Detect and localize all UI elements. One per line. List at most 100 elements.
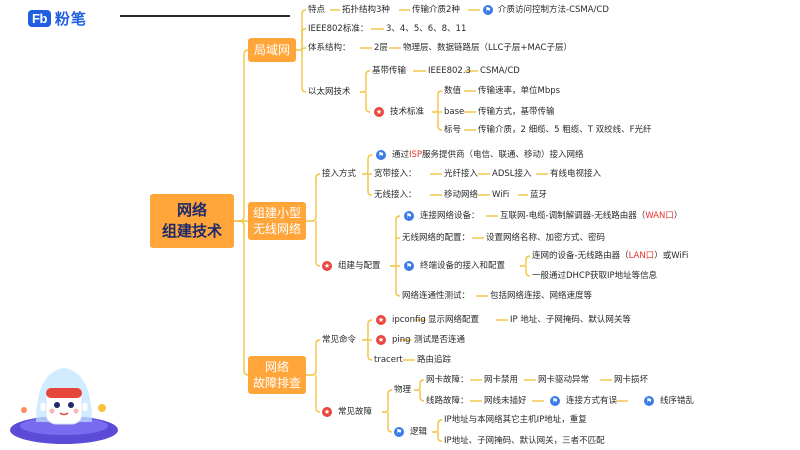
wl-cable: 有线电视接入 — [550, 169, 602, 179]
lan-tedian: 特点 — [308, 5, 326, 15]
tr-nic-driver: 网卡驱动异常 — [538, 375, 590, 385]
tr-commands: 常见命令 — [322, 335, 357, 345]
brand-name: 粉笔 — [54, 10, 87, 28]
lan-base: base — [444, 107, 465, 117]
lan-layers-detail: 物理层、数据链路层（LLC子层+MAC子层） — [403, 43, 572, 53]
brand-bar: Fb 粉笔 — [0, 0, 800, 30]
lan-csma: 介质访问控制方法-CSMA/CD — [498, 5, 609, 15]
lan-ieee8023: IEEE802.3 — [428, 66, 471, 76]
wl-wan: WAN口 — [645, 211, 674, 221]
flag-icon: ⚑ — [394, 427, 404, 437]
lan-rate: 传输速率，单位Mbps — [478, 86, 561, 96]
branch-lan: 局域网 — [248, 38, 296, 62]
root-node: 网络 组建技术 — [150, 194, 234, 248]
lan-ieee-nums: 3、4、5、6、8、11 — [386, 24, 467, 34]
wl-dhcp: 一般通过DHCP获取IP地址等信息 — [532, 271, 658, 281]
lan-topo: 拓扑结构3种 — [342, 5, 390, 15]
lan-csmacd: CSMA/CD — [480, 66, 520, 76]
wl-chain-post: ） — [673, 211, 683, 221]
tr-ping: ping — [392, 335, 411, 345]
tr-line-fault: 线路故障： — [426, 396, 469, 406]
flag-icon: ⚑ — [404, 261, 414, 271]
wl-terminal: 终端设备的接入和配置 — [420, 261, 506, 271]
tr-faults: 常见故障 — [338, 407, 373, 417]
star-icon: ★ — [322, 407, 332, 417]
wl-bluetooth: 蓝牙 — [530, 190, 548, 200]
wl-dev-post: ）或WiFi — [654, 251, 689, 261]
wl-access: 接入方式 — [322, 169, 357, 179]
lan-media: 传输介质2种 — [412, 5, 460, 15]
flag-icon: ⚑ — [644, 396, 654, 406]
flag-icon: ⚑ — [550, 396, 560, 406]
wl-device: 连网的设备-无线路由器（LAN口）或WiFi — [532, 250, 688, 262]
wl-chain: 互联网-电缆-调制解调器-无线路由器（WAN口） — [500, 210, 682, 222]
branch-wireless: 组建小型 无线网络 — [248, 202, 306, 240]
wl-config-detail: 设置网络名称、加密方式、密码 — [486, 233, 606, 243]
wl-wifi: WiFi — [492, 190, 510, 200]
tr-physical: 物理 — [394, 385, 412, 395]
branch-wireless-line1: 组建小型 — [252, 206, 301, 220]
tr-ipconfig-detail: IP 地址、子网掩码、默认网关等 — [510, 315, 631, 325]
lan-suffix: 标号 — [444, 125, 462, 135]
tr-tracert: tracert — [374, 355, 403, 365]
tr-tracert-desc: 路由追踪 — [417, 355, 452, 365]
lan-number: 数值 — [444, 86, 462, 96]
flag-icon: ⚑ — [404, 211, 414, 221]
tr-unplugged: 网线未插好 — [484, 396, 527, 406]
header-rule — [120, 15, 290, 17]
branch-troubleshoot: 网络 故障排查 — [248, 356, 306, 394]
branch-lan-label: 局域网 — [253, 43, 290, 57]
tr-ipconfig: ipconfig — [392, 315, 426, 325]
wl-broadband: 宽带接入： — [374, 169, 417, 179]
wl-test: 网络连通性测试： — [402, 291, 471, 301]
lan-tech-std: 技术标准 — [390, 107, 425, 117]
flag-icon: ⚑ — [483, 5, 493, 15]
tr-ip-mismatch: IP地址、子网掩码、默认网关，三者不匹配 — [444, 436, 605, 446]
lan-arch: 体系结构： — [308, 43, 351, 53]
wl-mobile: 移动网络 — [444, 190, 479, 200]
brand-logo-mark: Fb — [28, 10, 51, 27]
tr-conn-err: 连接方式有误 — [566, 396, 618, 406]
star-icon: ★ — [374, 107, 384, 117]
wl-fiber: 光纤接入 — [444, 169, 479, 179]
wl-dev-pre: 连网的设备-无线路由器（ — [532, 251, 629, 261]
branch-troubleshoot-line1: 网络 — [264, 360, 289, 374]
wl-config: 无线网络的配置： — [402, 233, 471, 243]
lan-two-layers: 2层 — [374, 43, 388, 53]
star-icon: ★ — [376, 335, 386, 345]
branch-troubleshoot-line2: 故障排查 — [252, 376, 301, 390]
tr-nic-fault: 网卡故障： — [426, 375, 469, 385]
star-icon: ★ — [376, 315, 386, 325]
lan-media-types: 传输介质，2 细缆、5 粗缆、T 双绞线、F光纤 — [478, 125, 652, 135]
tr-nic-disabled: 网卡禁用 — [484, 375, 519, 385]
wl-build: 组建与配置 — [338, 261, 381, 271]
lan-ieee: IEEE802标准： — [308, 24, 369, 34]
tr-nic-broken: 网卡损坏 — [614, 375, 649, 385]
lan-baseband: 基带传输 — [372, 66, 407, 76]
tr-logic: 逻辑 — [410, 427, 428, 437]
wl-isp: ISP — [409, 150, 423, 160]
wl-test-detail: 包括网络连接、网络速度等 — [490, 291, 593, 301]
flag-icon: ⚑ — [376, 150, 386, 160]
wl-isp-line: 通过ISP服务提供商（电信、联通、移动）接入网络 — [392, 149, 584, 161]
brand-logo: Fb 粉笔 — [28, 8, 87, 29]
wl-adsl: ADSL接入 — [492, 169, 532, 179]
wl-wireless-access: 无线接入： — [374, 190, 417, 200]
tr-ipconfig-desc: 显示网络配置 — [428, 315, 480, 325]
root-line1: 网络 — [176, 201, 207, 219]
wl-chain-pre: 互联网-电缆-调制解调器-无线路由器（ — [500, 211, 646, 221]
star-icon: ★ — [322, 261, 332, 271]
root-line2: 组建技术 — [161, 222, 222, 240]
wl-isp-pre: 通过 — [392, 150, 410, 160]
mascot-illustration — [10, 368, 118, 444]
wl-connect-dev: 连接网络设备： — [420, 211, 480, 221]
lan-mode: 传输方式，基带传输 — [478, 107, 555, 117]
lan-ethernet: 以太网技术 — [308, 87, 351, 97]
wl-lan-port: LAN口 — [628, 251, 655, 261]
tr-ip-dup: IP地址与本网络其它主机IP地址，重复 — [444, 415, 587, 425]
wl-isp-post: 服务提供商（电信、联通、移动）接入网络 — [422, 150, 584, 160]
tr-wire-order: 线序错乱 — [660, 396, 695, 406]
tr-ping-desc: 测试是否连通 — [414, 335, 466, 345]
branch-wireless-line2: 无线网络 — [252, 222, 301, 236]
